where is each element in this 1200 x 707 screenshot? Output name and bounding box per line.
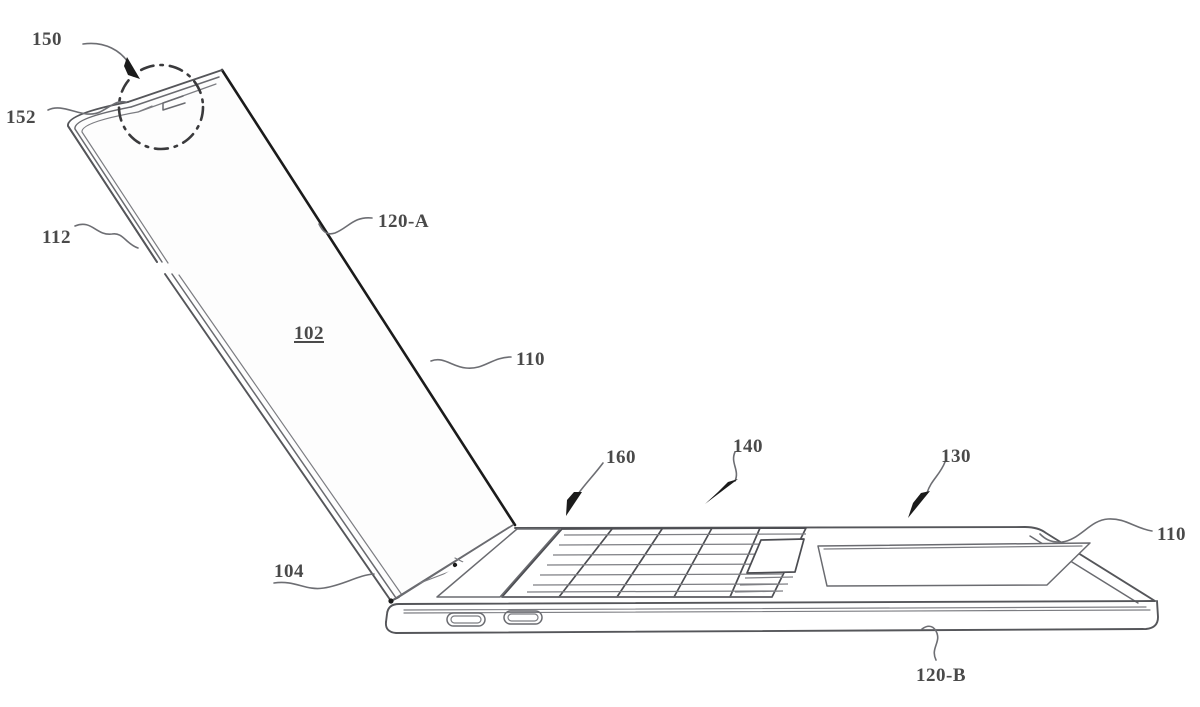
keyboard-column-divider-2	[616, 528, 663, 598]
port-right	[503, 610, 543, 625]
port-right-inner	[507, 613, 539, 622]
ref-label-110-base: 110	[1157, 524, 1186, 545]
leader-130	[926, 461, 946, 494]
lid-top-edge-outer	[127, 69, 223, 103]
leader-140	[732, 451, 738, 482]
lid-latch-notch-a	[162, 95, 186, 111]
base-right-bevel-upper	[1024, 526, 1156, 602]
trackpad-inner-line	[823, 545, 1083, 550]
trackpad	[817, 542, 1091, 587]
hinge-crease	[390, 524, 514, 602]
lid-front-edge	[220, 68, 517, 527]
trackpad-outline	[817, 542, 1091, 587]
trackpad-fill	[818, 543, 1090, 586]
key-row-line	[539, 573, 784, 576]
keyboard-column-divider-1	[558, 528, 613, 598]
hinge-gap-mark	[454, 557, 464, 563]
ref-label-152: 152	[6, 107, 36, 128]
ref-label-160: 160	[606, 447, 636, 468]
ref-label-110-lid: 110	[516, 349, 545, 370]
key-row-line	[526, 590, 775, 593]
leader-110-lid	[430, 356, 512, 369]
arrowhead-140	[705, 479, 738, 504]
lid-corner-inner	[81, 111, 169, 264]
leader-152	[47, 100, 127, 115]
ref-label-150: 150	[32, 29, 62, 50]
base-left-end-edge	[385, 603, 400, 623]
key-row-line	[552, 553, 795, 556]
keyboard-column-divider-3	[673, 527, 713, 598]
key-row-line	[563, 533, 807, 536]
ref-label-120-a: 120-A	[378, 211, 430, 232]
keyboard-last-column-blank	[747, 539, 804, 573]
keyboard-column-divider-4	[729, 527, 761, 598]
base-bottom-edge	[384, 600, 1159, 634]
arrowhead-150	[124, 57, 140, 79]
ref-label-102: 102	[294, 323, 324, 344]
keyboard-last-column-blank-outline	[746, 538, 805, 574]
leader-112	[74, 223, 139, 249]
ref-label-120-b: 120-B	[916, 665, 966, 686]
key-row-line	[546, 563, 790, 566]
detail-callout-circle	[117, 63, 205, 151]
ref-label-104: 104	[274, 561, 304, 582]
base-front-lip-line	[403, 606, 1147, 611]
port-left	[446, 612, 486, 627]
leader-104	[273, 573, 375, 590]
leader-160	[577, 462, 604, 495]
display-assembly-lid	[67, 68, 517, 604]
leader-lines	[47, 42, 1153, 661]
leader-120b	[921, 625, 939, 661]
lid-top-edge-inner	[130, 76, 220, 108]
key-row-line	[734, 590, 784, 593]
lid-back-edge-outer-lower	[164, 273, 392, 602]
leader-150	[82, 42, 132, 68]
lid-back-edge-outer-upper	[67, 125, 158, 263]
ref-label-112: 112	[42, 227, 71, 248]
hinge-pivot-dot-a	[388, 598, 394, 604]
arrowhead-130	[908, 491, 930, 518]
port-left-inner	[450, 615, 482, 624]
ref-label-130: 130	[941, 446, 971, 467]
hinge-pivot-dot-b	[452, 562, 458, 568]
lid-latch-notch-b	[139, 105, 153, 112]
leader-120a	[318, 217, 373, 235]
base-side-wall-hairline	[403, 609, 1151, 614]
key-row-line	[739, 583, 789, 586]
ref-label-140: 140	[733, 436, 763, 457]
keyboard-assembly	[436, 527, 807, 598]
lid-back-edge-mid-lower	[171, 273, 397, 599]
arrowhead-160	[566, 492, 582, 516]
lid-back-edge-inner-lower	[178, 274, 403, 596]
key-row-line	[744, 576, 794, 579]
lid-front-face	[70, 69, 513, 598]
leader-110-base	[1039, 518, 1153, 543]
key-row-line	[532, 583, 778, 586]
keyboard-left-bezel	[436, 528, 561, 598]
base-front-top-edge	[398, 600, 1156, 605]
